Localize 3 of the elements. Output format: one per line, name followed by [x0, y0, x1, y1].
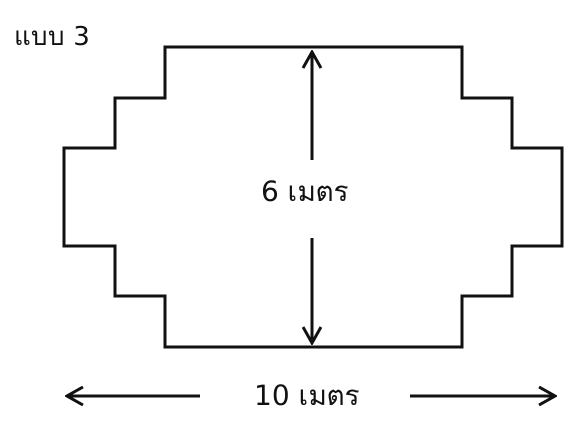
- dimension-label: 6 เมตร: [261, 178, 349, 206]
- dimension-label: 10 เมตร: [254, 382, 360, 410]
- figure-title: แบบ 3: [14, 24, 90, 50]
